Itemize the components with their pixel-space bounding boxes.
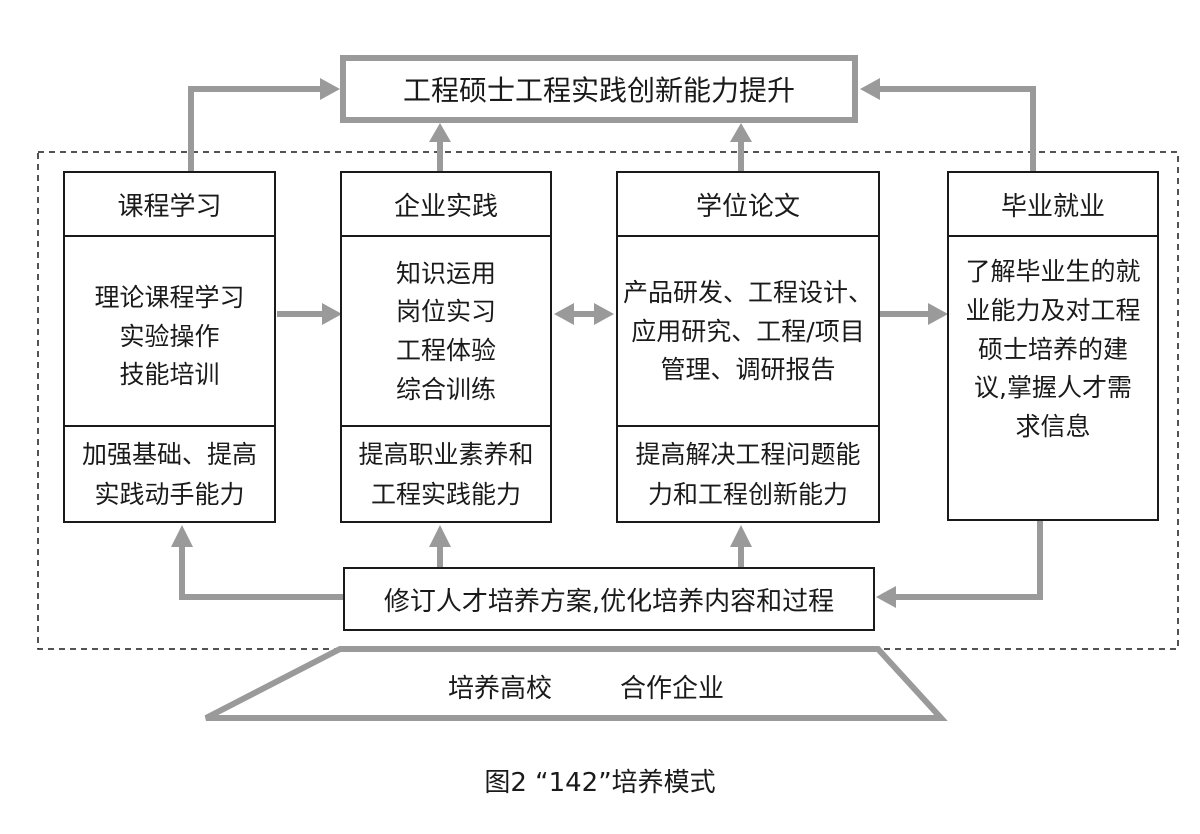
body-line: 工程体验 (395, 336, 496, 365)
dashed-frame (37, 151, 1179, 650)
arrowhead (322, 303, 342, 325)
footer-line: 提高职业素养和 (358, 440, 534, 469)
column-title: 课程学习 (65, 173, 274, 237)
body-line: 产品研发、工程设计、 (622, 277, 873, 307)
column-body: 知识运用 岗位实习 工程体验 综合训练 (342, 237, 550, 427)
column-title: 毕业就业 (949, 173, 1157, 237)
column-graduation-employment: 毕业就业 了解毕业生的就 业能力及对工程 硕士培养的建 议,掌握人才需 求信息 (947, 171, 1159, 521)
arrowhead (928, 303, 948, 325)
arrowhead (554, 303, 574, 325)
body-line: 岗位实习 (395, 297, 496, 327)
body-line: 理论课程学习 (94, 282, 245, 312)
body-line: 综合训练 (395, 374, 496, 404)
column-thesis: 学位论文 产品研发、工程设计、 应用研究、工程/项目 管理、调研报告 提高解决工… (616, 171, 880, 523)
body-line: 管理、调研报告 (660, 355, 836, 385)
arrowhead (320, 78, 340, 100)
arrowhead (429, 123, 451, 142)
column-body: 理论课程学习 实验操作 技能培训 (65, 237, 274, 437)
base-enterprise-label: 合作企业 (620, 674, 725, 704)
column-enterprise-practice: 企业实践 知识运用 岗位实习 工程体验 综合训练 提高职业素养和 工程实践能力 (340, 171, 552, 523)
body-line: 了解毕业生的就 (965, 257, 1141, 286)
column-footer: 提高职业素养和 工程实践能力 (342, 425, 550, 523)
arrowhead (730, 123, 752, 142)
body-line: 业能力及对工程 (965, 295, 1141, 325)
arrow-col1-to-goal (188, 86, 322, 171)
footer-line: 提高解决工程问题能 (635, 440, 861, 469)
arrow-feedback-to-col1 (179, 545, 343, 600)
footer-line: 实践动手能力 (94, 480, 245, 509)
column-body: 了解毕业生的就 业能力及对工程 硕士培养的建 议,掌握人才需 求信息 (949, 237, 1157, 521)
arrow-col4-to-feedback (893, 520, 1043, 600)
body-line: 技能培训 (119, 360, 220, 390)
column-footer: 加强基础、提高 实践动手能力 (65, 425, 274, 523)
goal-text: 工程硕士工程实践创新能力提升 (402, 74, 795, 107)
feedback-box: 修订人才培养方案,优化培养内容和过程 (343, 567, 875, 631)
feedback-text: 修订人才培养方案,优化培养内容和过程 (383, 586, 835, 617)
body-line: 求信息 (1015, 412, 1091, 441)
footer-line: 工程实践能力 (370, 480, 521, 509)
arrowhead (594, 303, 614, 325)
figure-caption: 图2 “142”培养模式 (484, 768, 716, 798)
body-line: 硕士培养的建 (977, 334, 1128, 364)
column-title: 企业实践 (342, 173, 550, 237)
arrowhead (171, 525, 193, 547)
footer-line: 力和工程创新能力 (647, 480, 848, 509)
arrowhead (876, 586, 896, 608)
body-line: 应用研究、工程/项目 (631, 316, 865, 346)
body-line: 知识运用 (395, 258, 496, 288)
body-line: 议,掌握人才需 (974, 373, 1132, 403)
arrowhead (429, 525, 451, 547)
goal-box: 工程硕士工程实践创新能力提升 (340, 55, 858, 123)
base-university-label: 培养高校 (448, 674, 553, 704)
arrowhead (860, 78, 880, 100)
base-trapezoid (204, 646, 948, 721)
footer-line: 加强基础、提高 (81, 440, 257, 469)
column-course-study: 课程学习 理论课程学习 实验操作 技能培训 加强基础、提高 实践动手能力 (63, 171, 276, 523)
column-title: 学位论文 (618, 173, 878, 237)
arrowhead (730, 525, 752, 547)
body-line: 实验操作 (119, 321, 220, 351)
column-footer: 提高解决工程问题能 力和工程创新能力 (618, 425, 878, 523)
column-body: 产品研发、工程设计、 应用研究、工程/项目 管理、调研报告 (618, 237, 878, 427)
arrow-col4-to-goal (878, 86, 1036, 171)
